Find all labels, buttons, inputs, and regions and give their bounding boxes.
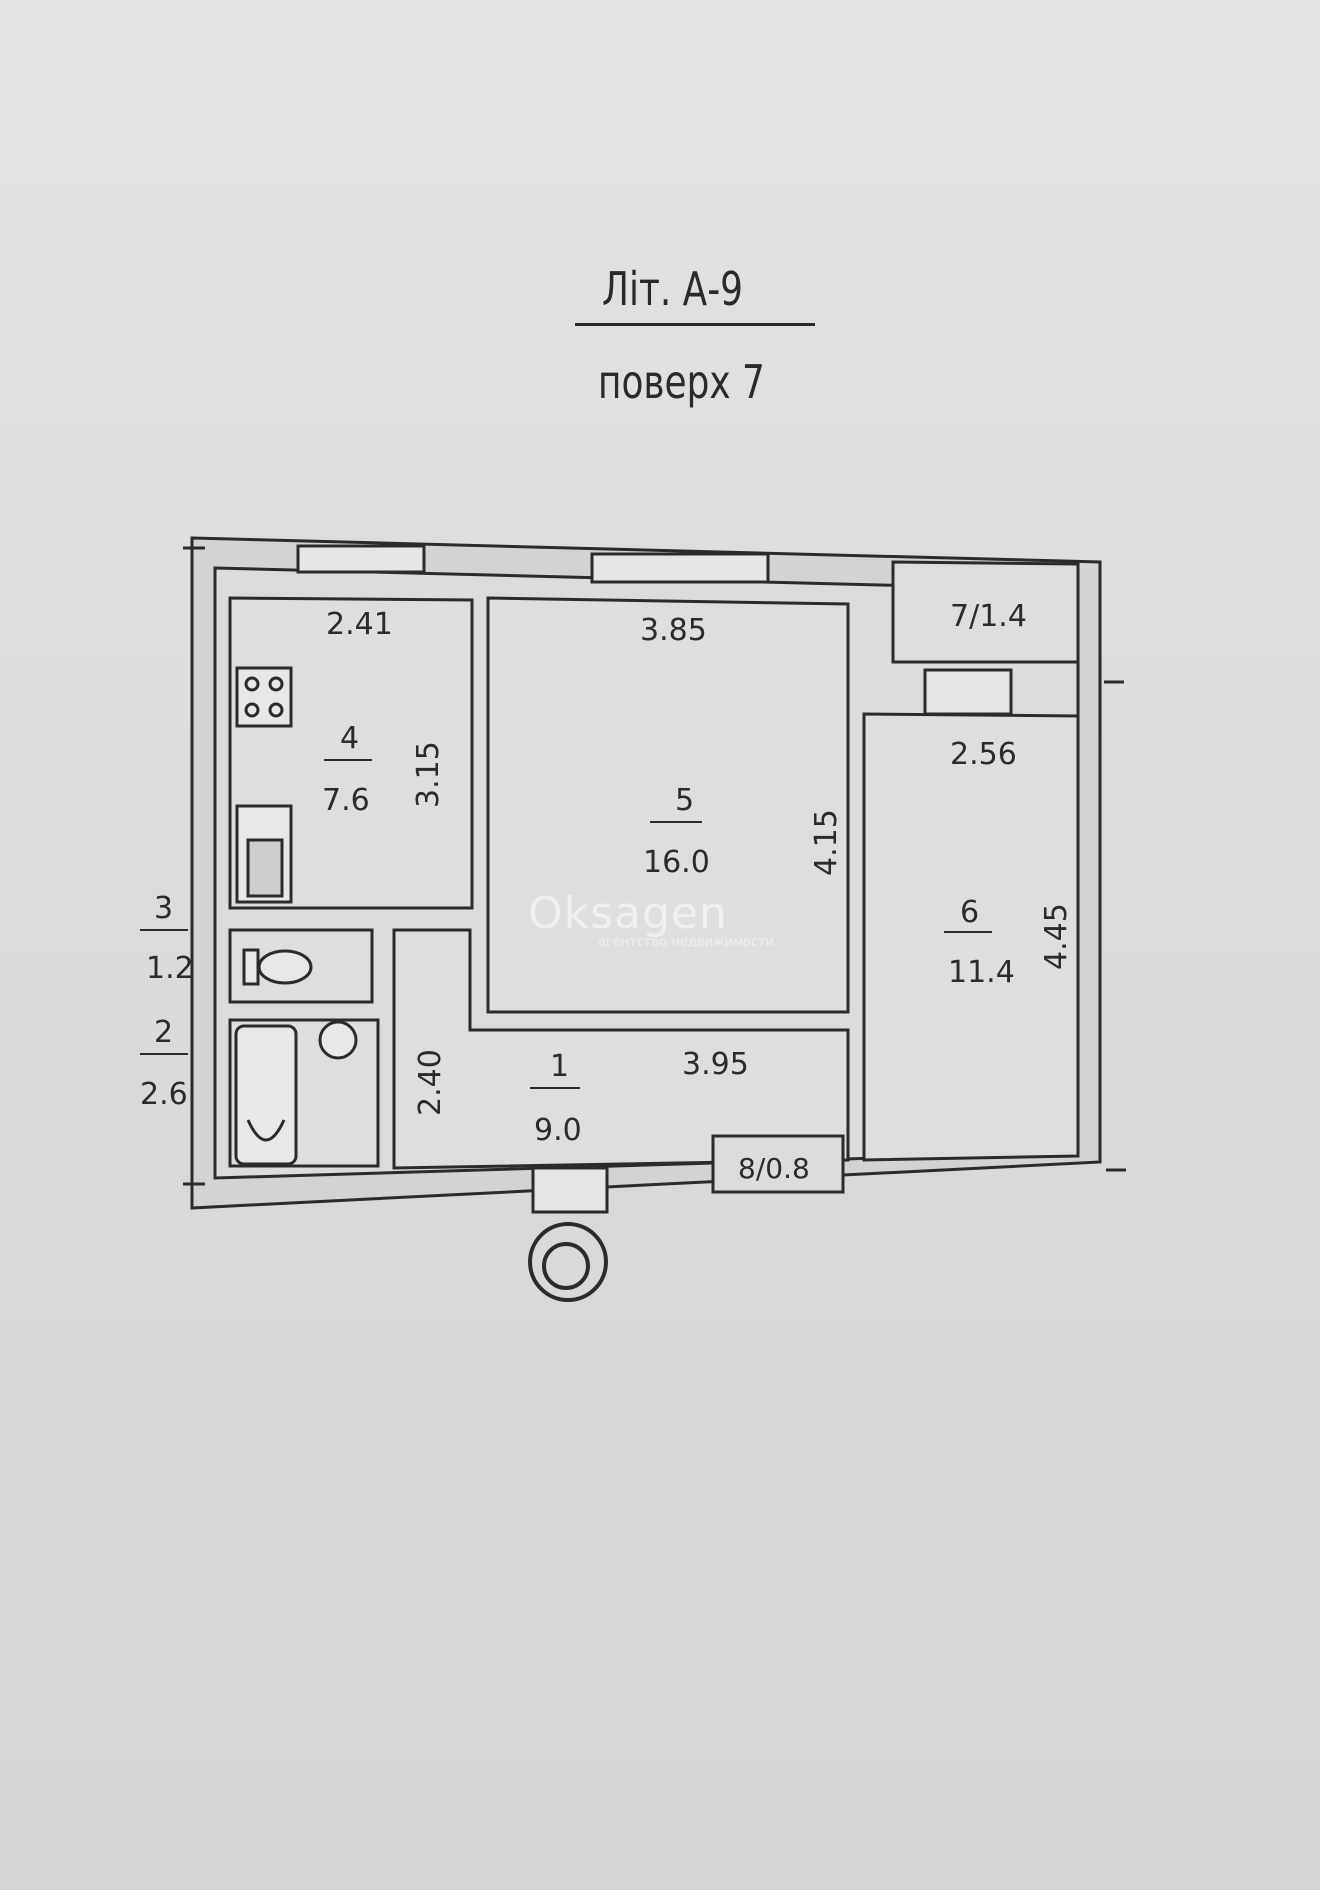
room-1-area: 9.0 [534, 1113, 582, 1148]
sink-icon [235, 804, 293, 904]
room-5-area: 16.0 [643, 845, 710, 880]
room-8-label: 8/0.8 [738, 1152, 810, 1185]
window-balcony-door [923, 668, 1013, 716]
room-4-width: 2.41 [326, 607, 393, 642]
floor-label: поверх 7 [598, 355, 765, 409]
title-underline [575, 323, 815, 326]
room-4-length: 3.15 [411, 741, 446, 808]
room-5-width: 3.85 [640, 613, 707, 648]
room-6-length: 4.45 [1039, 903, 1074, 970]
plan-title: Літ. А-9 [602, 262, 743, 316]
room-1-width: 3.95 [682, 1047, 749, 1082]
room-5-number: 5 [675, 783, 694, 818]
room-5-length: 4.15 [809, 809, 844, 876]
stove-icon [235, 666, 293, 728]
washbasin-icon [318, 1020, 358, 1060]
window-kitchen [296, 544, 426, 574]
entrance-marker-icon [528, 1222, 608, 1302]
room-7-outline [891, 560, 1080, 664]
room-1-number: 1 [550, 1049, 569, 1084]
room-6-number: 6 [960, 895, 979, 930]
room-7-label: 7/1.4 [950, 599, 1027, 634]
room-5-outline [486, 596, 850, 1014]
room-4-area: 7.6 [322, 783, 370, 818]
window-room-5 [590, 552, 770, 584]
room-6-width: 2.56 [950, 737, 1017, 772]
room-1-outline [392, 928, 850, 1170]
room-4-number: 4 [340, 721, 359, 756]
room-3-number: 3 [154, 891, 173, 926]
room-6-area: 11.4 [948, 955, 1015, 990]
room-1-length: 2.40 [413, 1049, 448, 1116]
room-8-outline [711, 1134, 845, 1194]
toilet-icon [242, 948, 313, 986]
room-2-area: 2.6 [140, 1077, 188, 1112]
bathtub-icon [234, 1024, 298, 1166]
room-3-area: 1.2 [146, 951, 194, 986]
room-2-number: 2 [154, 1015, 173, 1050]
entrance-door-opening [531, 1166, 609, 1214]
